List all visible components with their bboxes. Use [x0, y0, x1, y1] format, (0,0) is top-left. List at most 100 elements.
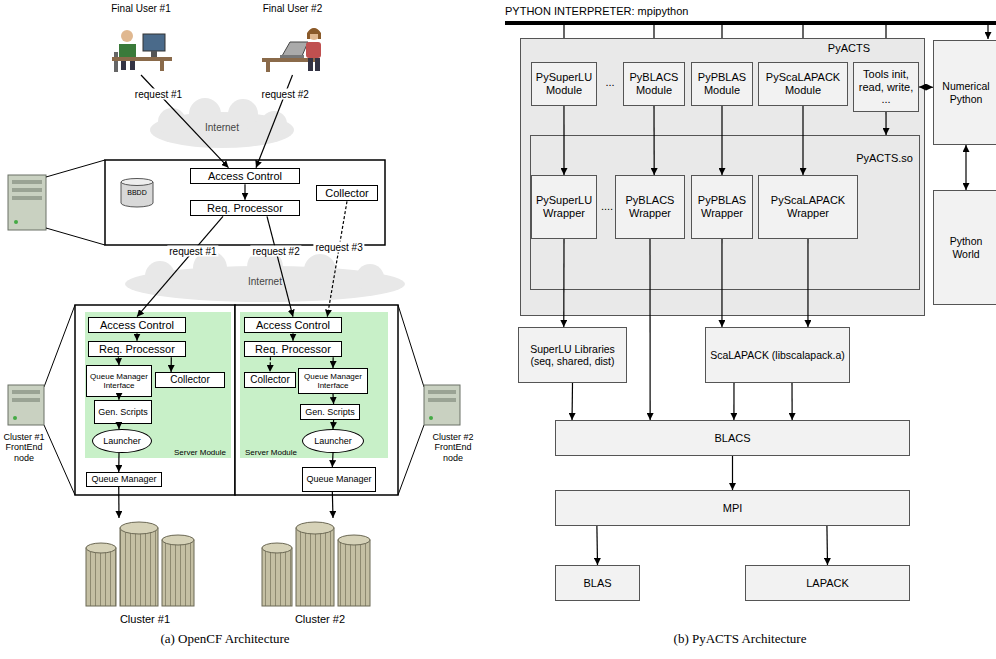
- node-label: Queue Manager Interface: [299, 372, 367, 390]
- zoom-line: [46, 160, 105, 177]
- frontend-label: Cluster #1 FrontEnd node: [2, 432, 46, 463]
- user-node: Final User #1: [100, 3, 182, 75]
- user-icon: [308, 58, 313, 71]
- connector-arrow: [118, 397, 119, 400]
- node-label: BLACS: [712, 432, 752, 445]
- wrapper-box: PyBLACS Wrapper: [615, 175, 685, 239]
- connector-arrow: [596, 526, 598, 565]
- zoom-line: [398, 305, 424, 387]
- server-icon: [8, 175, 46, 230]
- edge-label: request #2: [250, 246, 301, 257]
- frontend-icon: [13, 416, 17, 420]
- node-label: Server Module: [243, 448, 299, 457]
- user-icon: [119, 44, 136, 58]
- connector-arrow: [563, 106, 564, 175]
- connector-arrow: [721, 239, 722, 327]
- connector-arrow: [732, 456, 733, 490]
- frontend-icon: [429, 416, 433, 420]
- connector-arrow: [571, 383, 573, 420]
- user-node: Final User #2: [250, 3, 335, 75]
- cluster-node: Cluster #2: [255, 518, 385, 626]
- server-module: Access ControlReq. ProcessorCollector Que…: [240, 312, 388, 458]
- connector-arrow: [332, 492, 334, 518]
- node-label: ScaLAPACK (libscalapack.a): [708, 349, 847, 361]
- node-label: Final User #1: [109, 3, 172, 15]
- node-label: Req. Processor: [205, 202, 285, 215]
- shared-library-box: PySuperLU Wrapper PyBLACS Wrapper PyPBLAS …: [530, 135, 920, 290]
- cluster-machine: [162, 535, 194, 545]
- node-label: Server Module: [172, 448, 228, 457]
- process-box: Gen. Scripts: [94, 400, 152, 425]
- node-label: Collector: [248, 374, 291, 386]
- process-box: Access Control: [190, 168, 300, 185]
- node-label: PyScaLAPACK Module: [759, 71, 847, 96]
- node-label: PyBLACS Wrapper: [616, 194, 684, 219]
- connector-arrow: [118, 424, 119, 429]
- frontend-icon: [424, 385, 460, 425]
- cluster-machine: [262, 543, 292, 553]
- process-box: Access Control: [88, 317, 186, 334]
- server-icon: [12, 196, 42, 200]
- server-icon: [8, 175, 46, 230]
- zoom-line: [398, 425, 424, 495]
- node-label: Access Control: [206, 170, 284, 183]
- internet-cloud: [145, 261, 175, 291]
- frontend-label: Cluster #2 FrontEnd node: [428, 432, 478, 463]
- cloud-label: Internet: [196, 122, 248, 134]
- internet-cloud: [261, 111, 287, 137]
- cylinder-outline: [121, 179, 153, 186]
- node-label: PySuperLU Module: [532, 71, 596, 96]
- cluster-machine: [120, 522, 158, 534]
- cluster-machine: [262, 548, 292, 606]
- process-box: Collector: [155, 372, 225, 388]
- edge-label: request #1: [133, 88, 184, 99]
- node-label: PyBLACS Module: [624, 71, 684, 96]
- frontend-icon: [428, 398, 456, 402]
- node-label: PySuperLU Wrapper: [532, 194, 596, 219]
- interpreter-label: PYTHON INTERPRETER: mpipython: [505, 5, 805, 18]
- zoom-line: [44, 160, 424, 495]
- process-box: Queue Manager Interface: [86, 365, 152, 397]
- connector-arrow: [802, 106, 803, 175]
- node-label: Python World: [934, 235, 996, 259]
- process-box: Req. Processor: [244, 341, 342, 358]
- node-label: Queue Manager: [304, 474, 373, 484]
- layer-box: BLACS: [555, 420, 910, 456]
- process-box: Gen. Scripts: [300, 404, 360, 420]
- node-label: Queue Manager: [89, 474, 158, 484]
- database-cylinder: BBDD: [120, 178, 154, 208]
- connector-arrow: [327, 201, 347, 316]
- interpreter-bar: [505, 21, 996, 25]
- connector-arrow: [919, 86, 933, 87]
- connector-arrow: [826, 526, 828, 565]
- node-label: PyPBLAS Module: [692, 71, 752, 96]
- connector-arrow: [269, 357, 271, 372]
- node-label: MPI: [721, 502, 745, 515]
- wrapper-box: PyPBLAS Wrapper: [691, 175, 753, 239]
- connector-arrow: [332, 357, 333, 368]
- process-box: Collector: [244, 372, 296, 388]
- cluster-machine: [86, 548, 116, 606]
- connector-arrow: [332, 420, 334, 429]
- connector-arrow: [118, 453, 119, 472]
- layer-box: BLAS: [555, 565, 640, 601]
- process-box: Queue Manager: [302, 467, 376, 492]
- edge-label: request #1: [167, 246, 218, 257]
- node-label: Access Control: [254, 319, 332, 332]
- cluster-machine: [296, 528, 334, 606]
- node-label: Queue Manager Interface: [87, 372, 151, 390]
- node-label: Gen. Scripts: [303, 407, 357, 417]
- connector-arrow: [332, 453, 334, 467]
- user-icon: [266, 62, 270, 72]
- connector-arrow: [137, 216, 223, 316]
- python-box: Python World: [933, 190, 996, 305]
- node-label: Req. Processor: [97, 343, 177, 356]
- node-label: Gen. Scripts: [96, 407, 150, 417]
- connector-arrow: [885, 112, 886, 135]
- frontend-icon: [12, 390, 40, 394]
- connector-arrow: [118, 487, 119, 518]
- node-label: Req. Processor: [253, 343, 333, 356]
- node-label: Cluster #2: [293, 613, 347, 626]
- user-icon: [151, 51, 157, 57]
- node-label: Tools init, read, write, ...: [854, 68, 918, 106]
